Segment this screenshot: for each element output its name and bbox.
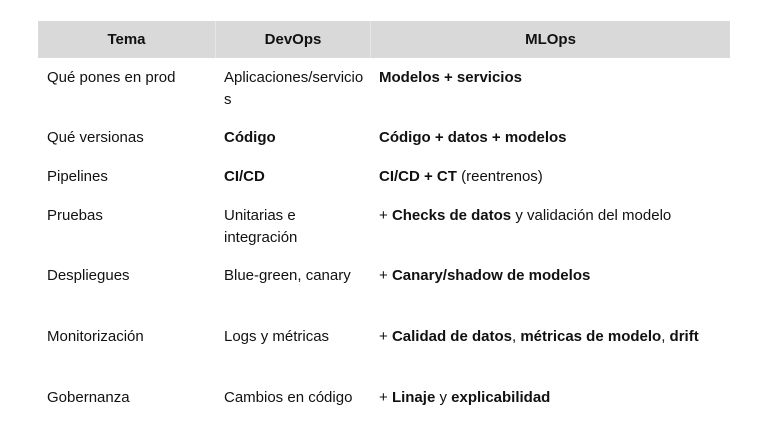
cell-tema: Pruebas <box>47 207 103 224</box>
table-row: Pipelines CI/CD CI/CD + CT (reentrenos) <box>38 166 730 205</box>
mlops-bold-segment: métricas de modelo <box>520 328 662 345</box>
cell-tema: Qué pones en prod <box>47 69 176 86</box>
mlops-text-segment: , <box>661 328 670 345</box>
cell-mlops: CI/CD + CT (reentrenos) <box>370 166 730 205</box>
cell-mlops: Código + datos + modelos <box>370 127 730 166</box>
cell-devops: Aplicaciones/servicios <box>224 69 364 108</box>
table-row: Despliegues Blue-green, canary + Canary/sh… <box>38 265 730 326</box>
mlops-bold-segment: Modelos + servicios <box>379 69 522 86</box>
mlops-text-segment: + <box>379 267 392 284</box>
table-row: Gobernanza Cambios en código + Linaje y ex… <box>38 387 730 447</box>
cell-devops: CI/CD <box>224 168 265 185</box>
mlops-bold-segment: explicabilidad <box>451 389 551 406</box>
cell-tema: Gobernanza <box>47 389 130 406</box>
table-row: Monitorización Logs y métricas + Calidad d… <box>38 326 730 387</box>
mlops-bold-segment: Calidad de datos <box>391 328 512 345</box>
cell-devops: Cambios en código <box>224 389 353 406</box>
mlops-bold-segment: CI/CD + CT <box>379 168 457 185</box>
mlops-text-segment: + <box>379 328 392 345</box>
mlops-text-segment: + <box>379 207 392 224</box>
cell-devops: Código <box>224 129 276 146</box>
cell-devops: Logs y métricas <box>224 328 330 345</box>
table-row: Qué versionas Código Código + datos + mode… <box>38 127 730 166</box>
cell-devops: Unitarias e integración <box>224 207 298 246</box>
mlops-text-segment: , <box>511 328 521 345</box>
mlops-bold-segment: Linaje <box>391 389 436 406</box>
mlops-bold-segment: drift <box>669 328 699 345</box>
cell-tema: Monitorización <box>47 328 144 345</box>
cell-tema: Despliegues <box>47 267 130 284</box>
table-header: Tema DevOps MLOps <box>38 21 730 58</box>
mlops-bold-segment: Checks de datos <box>391 207 512 224</box>
header-devops: DevOps <box>215 21 370 58</box>
mlops-bold-segment: Código + datos + modelos <box>379 129 567 146</box>
mlops-text-segment: y validación del modelo <box>511 207 672 224</box>
header-tema: Tema <box>107 31 146 48</box>
mlops-bold-segment: Canary/shadow de modelos <box>391 267 591 284</box>
header-mlops: MLOps <box>370 21 730 58</box>
cell-tema: Qué versionas <box>47 129 144 146</box>
mlops-text-segment: (reentrenos) <box>456 168 543 185</box>
cell-mlops: + Calidad de datos, métricas de modelo, … <box>370 326 730 387</box>
cell-tema: Pipelines <box>47 168 108 185</box>
cell-mlops: + Canary/shadow de modelos <box>370 265 730 326</box>
cell-mlops: + Linaje y explicabilidad <box>370 387 730 447</box>
comparison-table: Tema DevOps MLOps Qué pones en prod Aplic… <box>38 21 730 406</box>
cell-mlops: + Checks de datos y validación del model… <box>370 205 730 265</box>
table-row: Pruebas Unitarias e integración + Checks d… <box>38 205 730 265</box>
mlops-text-segment: y <box>435 389 452 406</box>
cell-devops: Blue-green, canary <box>224 267 351 284</box>
table-row: Qué pones en prod Aplicaciones/servicios M… <box>38 67 730 127</box>
mlops-text-segment: + <box>379 389 392 406</box>
cell-mlops: Modelos + servicios <box>370 67 730 127</box>
